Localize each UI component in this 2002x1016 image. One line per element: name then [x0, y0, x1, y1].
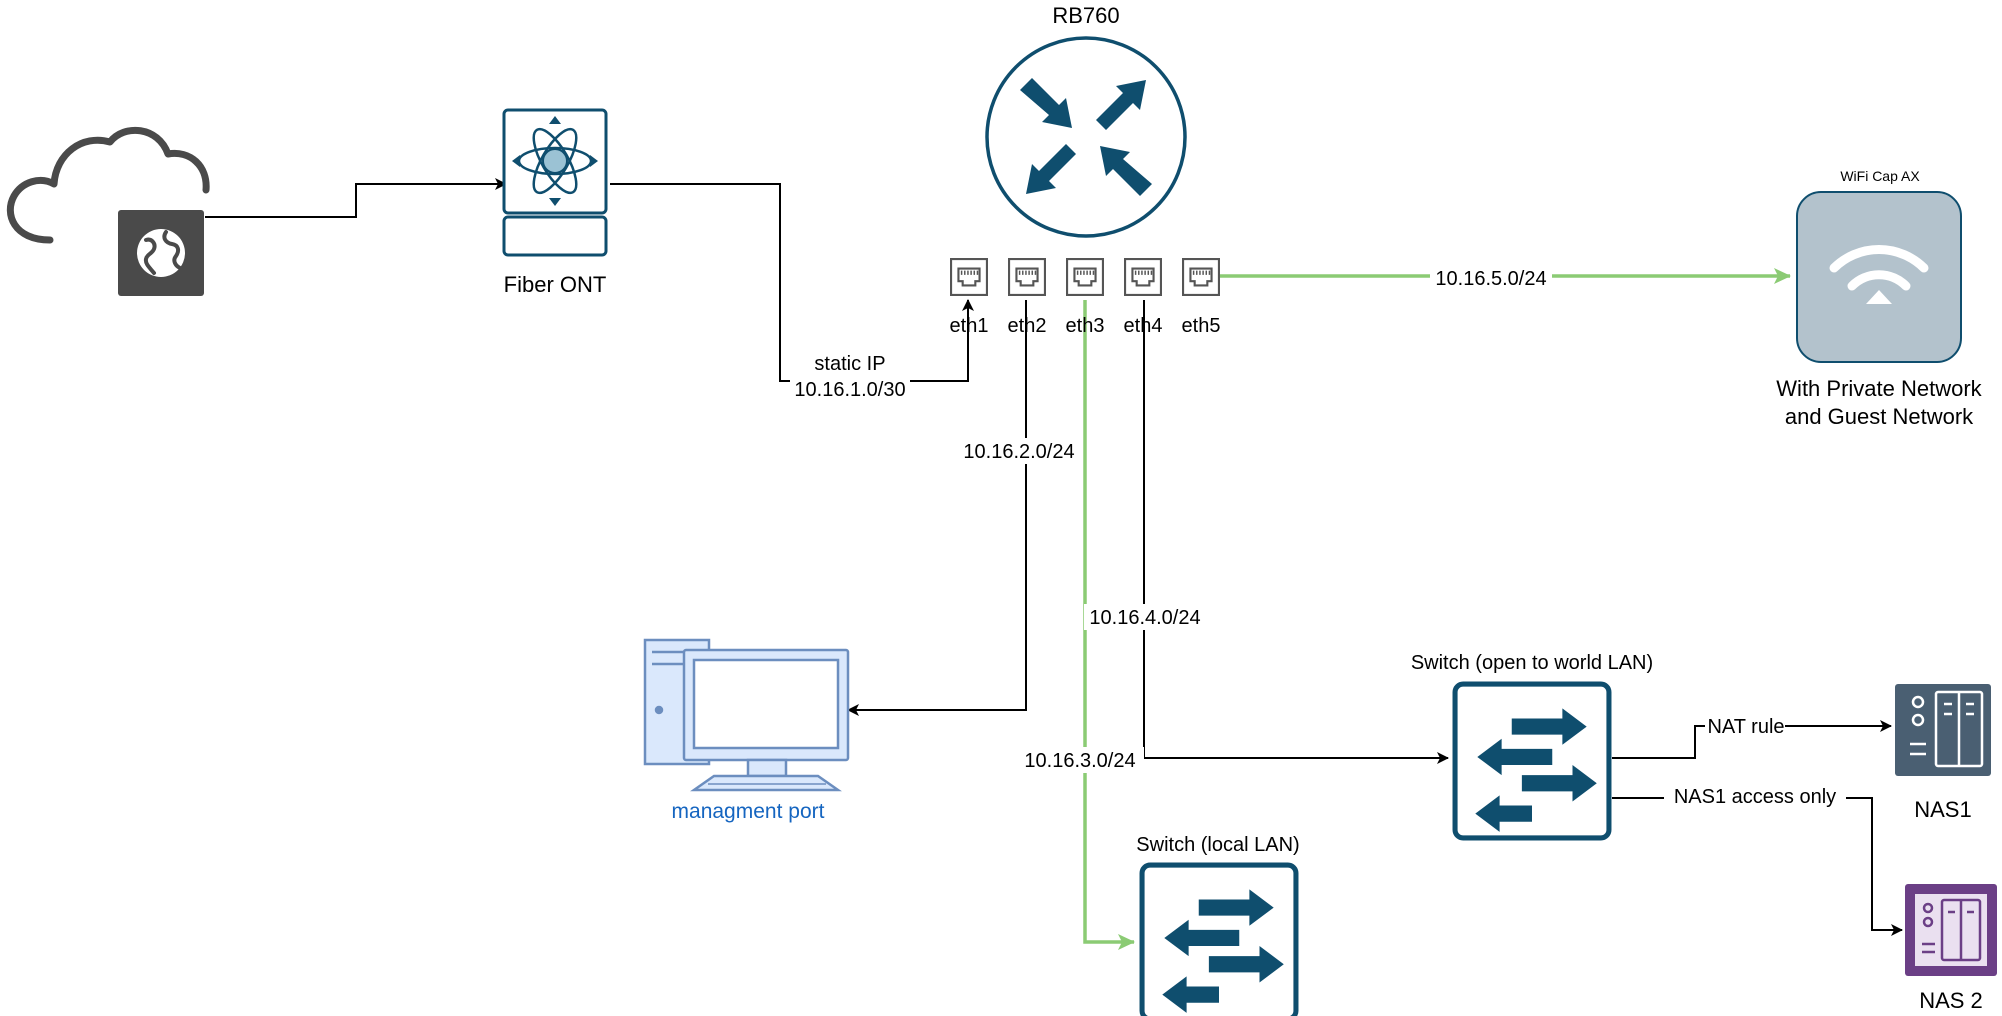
switch-local-node[interactable]: Switch (local LAN): [1136, 834, 1300, 1016]
edge-label-wan-subnet: 10.16.1.0/30: [794, 379, 905, 401]
globe-icon: [137, 229, 185, 277]
nas2-label: NAS 2: [1919, 988, 1983, 1013]
edge-internet-ont: [205, 178, 507, 218]
wifi-label-line2: and Guest Network: [1785, 404, 1974, 429]
edge-ont-eth1: [610, 183, 974, 382]
ethernet-port-icon[interactable]: [1124, 258, 1162, 296]
edge-label-nat-rule: NAT rule: [1707, 716, 1784, 738]
edge-label-eth5-subnet: 10.16.5.0/24: [1435, 268, 1546, 290]
switch-world-node[interactable]: Switch (open to world LAN): [1411, 652, 1653, 838]
router-node[interactable]: RB760: [985, 3, 1187, 238]
ethernet-port-icon[interactable]: [1008, 258, 1046, 296]
edge-label-nas1-access-only: NAS1 access only: [1674, 786, 1836, 808]
router-label: RB760: [1052, 3, 1119, 28]
port-label-eth3: eth3: [1066, 315, 1105, 337]
switch-world-label: Switch (open to world LAN): [1411, 652, 1653, 674]
port-label-eth5: eth5: [1182, 315, 1221, 337]
router-ports: eth1 eth2 eth3 eth4 eth5: [950, 258, 1221, 337]
switch-icon: [1455, 684, 1609, 838]
nas2-node[interactable]: NAS 2: [1905, 884, 1997, 1013]
port-label-eth2: eth2: [1008, 315, 1047, 337]
router-icon: [985, 36, 1187, 238]
edge-switch-nas2: [1612, 797, 1903, 936]
port-label-eth4: eth4: [1124, 315, 1163, 337]
edge-eth2-pc: [847, 300, 1027, 716]
edge-label-eth2-subnet: 10.16.2.0/24: [963, 441, 1074, 463]
ethernet-port-icon[interactable]: [1182, 258, 1220, 296]
nas-icon: [1895, 684, 1991, 776]
edge-label-eth4-subnet: 10.16.4.0/24: [1089, 607, 1200, 629]
nas1-label: NAS1: [1914, 797, 1971, 822]
internet-node[interactable]: [6, 126, 210, 296]
ethernet-port-icon[interactable]: [1066, 258, 1104, 296]
nas1-node[interactable]: NAS1: [1895, 684, 1991, 822]
switch-icon: [1142, 865, 1296, 1016]
edge-switch-nas1: [1612, 720, 1892, 759]
switch-local-label: Switch (local LAN): [1136, 834, 1299, 856]
pc-node[interactable]: managment port: [643, 638, 850, 823]
wifi-node[interactable]: WiFi Cap AX With Private Network and Gue…: [1776, 168, 1982, 429]
port-label-eth1: eth1: [950, 315, 989, 337]
fiber-ont-label: Fiber ONT: [504, 272, 607, 297]
ethernet-port-icon[interactable]: [950, 258, 988, 296]
computer-icon: [643, 638, 850, 792]
edge-eth4-switch: [1143, 300, 1449, 764]
pc-label: managment port: [672, 800, 825, 823]
edge-label-static-ip: static IP: [814, 353, 885, 375]
wifi-title: WiFi Cap AX: [1840, 168, 1920, 184]
fiber-ont-node[interactable]: Fiber ONT: [502, 108, 608, 297]
cloud-icon: [6, 126, 210, 244]
edge-eth3-local-switch: [1083, 300, 1135, 950]
wifi-label-line1: With Private Network: [1776, 376, 1982, 401]
edge-label-eth3-subnet: 10.16.3.0/24: [1024, 750, 1135, 772]
